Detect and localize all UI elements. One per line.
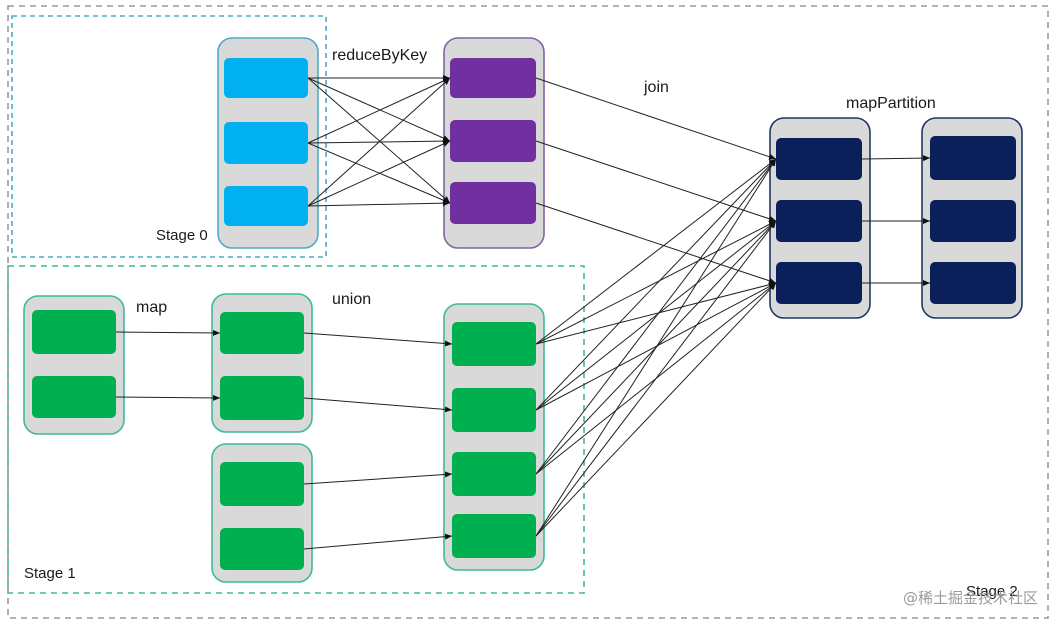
edge-29 [115, 394, 221, 401]
stage2-label: Stage 2 [966, 583, 1018, 600]
edge-3 [307, 77, 451, 204]
edge-17 [535, 220, 777, 411]
edge-24 [535, 282, 777, 537]
edge-30 [303, 332, 453, 347]
edges-group [115, 75, 931, 550]
edge-32 [303, 471, 453, 485]
partition-navy2-2 [930, 200, 1016, 242]
partition-green-union-4 [452, 514, 536, 558]
partition-green-map-2 [220, 376, 304, 420]
stage0-label: Stage 0 [156, 227, 208, 244]
join-label: join [643, 79, 669, 96]
partition-green-map-1 [220, 312, 304, 354]
partition-navy1-1 [776, 138, 862, 180]
edge-23 [535, 220, 777, 537]
edge-31 [303, 397, 453, 413]
edge-25 [861, 155, 931, 162]
edge-12 [535, 202, 777, 284]
rdd-container-green-union [443, 303, 545, 571]
partition-green-union-2 [452, 388, 536, 432]
partition-lightblue-1 [224, 58, 308, 98]
partition-green-src-2 [32, 376, 116, 418]
stage1-label: Stage 1 [24, 565, 76, 582]
partitions-group [32, 58, 1016, 570]
partition-green-other-1 [220, 462, 304, 506]
edge-16 [535, 158, 777, 411]
stage0-boundary [11, 15, 327, 258]
partition-lightblue-3 [224, 186, 308, 226]
edge-4 [307, 77, 451, 144]
edge-13 [535, 158, 777, 345]
partition-purple-2 [450, 120, 536, 162]
edge-14 [535, 220, 777, 345]
watermark: @稀土掘金技术社区 [902, 589, 1038, 607]
edge-11 [535, 140, 777, 222]
map-partition-label: mapPartition [846, 95, 936, 112]
edge-33 [303, 533, 453, 550]
union-label: union [332, 291, 371, 308]
partition-navy2-3 [930, 262, 1016, 304]
partition-lightblue-2 [224, 122, 308, 164]
edge-22 [535, 158, 777, 537]
partition-navy1-3 [776, 262, 862, 304]
partition-green-src-1 [32, 310, 116, 354]
edge-9 [307, 200, 451, 207]
edge-10 [535, 77, 777, 160]
edge-19 [535, 158, 777, 475]
edge-7 [307, 77, 451, 207]
edge-18 [535, 282, 777, 411]
partition-navy2-1 [930, 136, 1016, 180]
edge-28 [115, 329, 221, 336]
reduce-by-key-label: reduceByKey [332, 47, 427, 64]
partition-purple-3 [450, 182, 536, 224]
edge-8 [307, 140, 451, 207]
partition-green-union-3 [452, 452, 536, 496]
partition-purple-1 [450, 58, 536, 98]
edge-2 [307, 77, 451, 142]
partition-navy1-2 [776, 200, 862, 242]
stage1-boundary [7, 265, 585, 594]
partition-green-union-1 [452, 322, 536, 366]
partition-green-other-2 [220, 528, 304, 570]
edge-15 [535, 281, 777, 345]
map-label: map [136, 299, 167, 316]
